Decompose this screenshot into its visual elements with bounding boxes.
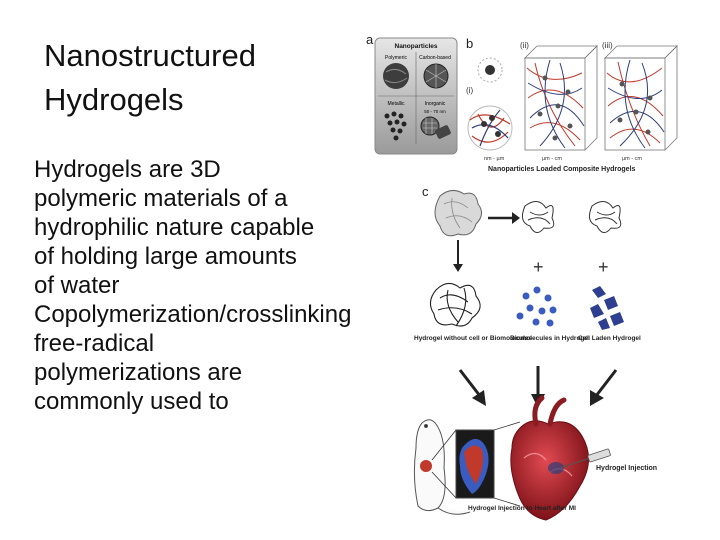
body-paragraph-2: Copolymerization/crosslinking free-radic… xyxy=(34,300,320,416)
panel-a-cell-carbon: Carbon-based xyxy=(419,55,451,61)
panel-a-cell-inorganic: Inorganic xyxy=(425,101,446,107)
plus-sign-2: + xyxy=(598,257,609,277)
panel-b-letter: b xyxy=(466,36,473,51)
panel-a-header: Nanoparticles xyxy=(395,43,438,50)
slide-title-line-2: Hydrogels xyxy=(44,78,344,122)
subpanel-iii-scale: µm - cm xyxy=(622,156,642,162)
slide-body: Hydrogels are 3D polymeric materials of … xyxy=(34,155,320,416)
subpanel-i-scale: nm - µm xyxy=(484,156,505,162)
panel-a-cell-polymeric: Polymeric xyxy=(385,55,407,61)
plus-sign-1: + xyxy=(533,257,544,277)
subpanel-ii-scale: µm - cm xyxy=(542,156,562,162)
slide-title-line-1: Nanostructured xyxy=(44,34,344,78)
panel-a-letter: a xyxy=(366,32,374,47)
panel-a-nanoparticles: Nanoparticles Polymeric Carbon-based Met… xyxy=(375,38,457,154)
heart-icon xyxy=(511,398,589,520)
body-paragraph-1: Hydrogels are 3D polymeric materials of … xyxy=(34,155,320,300)
arrow-down-icon xyxy=(453,240,463,272)
slide-title: Nanostructured Hydrogels xyxy=(44,34,344,122)
subpanel-i-network xyxy=(468,58,512,150)
subpanel-ii-cube xyxy=(525,46,597,150)
panel-a-scale: 50 - 70 nm xyxy=(424,109,446,114)
hydrogel-figure: a Nanoparticles Polymeric Carbon-based M… xyxy=(360,28,690,528)
subpanel-i-label: (i) xyxy=(466,86,473,95)
label-cell-laden-hydrogel: Cell Laden Hydrogel xyxy=(578,335,641,342)
heart-inset-icon xyxy=(456,430,494,498)
subpanel-iii-label: (iii) xyxy=(602,41,613,50)
panel-a-cell-metallic: Metallic xyxy=(388,101,405,107)
subpanel-iii-cube xyxy=(605,46,677,150)
cells-icon xyxy=(590,286,624,330)
hydrogel-network-icon xyxy=(522,201,553,232)
polymeric-sphere-icon xyxy=(383,63,409,89)
arrow-right-icon xyxy=(488,212,520,224)
panel-c-letter: c xyxy=(422,184,429,199)
panel-b-caption: Nanoparticles Loaded Composite Hydrogels xyxy=(488,166,636,173)
polymer-precursor-icon xyxy=(435,190,482,235)
hydrogel-without-cell-icon xyxy=(430,283,480,326)
subpanel-ii-label: (ii) xyxy=(520,41,529,50)
panel-c-caption: Hydrogel Injection to Heart after MI xyxy=(468,505,576,512)
label-hydrogel-injection: Hydrogel Injection xyxy=(596,465,657,472)
hydrogel-network-icon-2 xyxy=(589,201,620,232)
figure-svg: a Nanoparticles Polymeric Carbon-based M… xyxy=(360,28,690,528)
biomolecules-icon xyxy=(517,287,557,327)
